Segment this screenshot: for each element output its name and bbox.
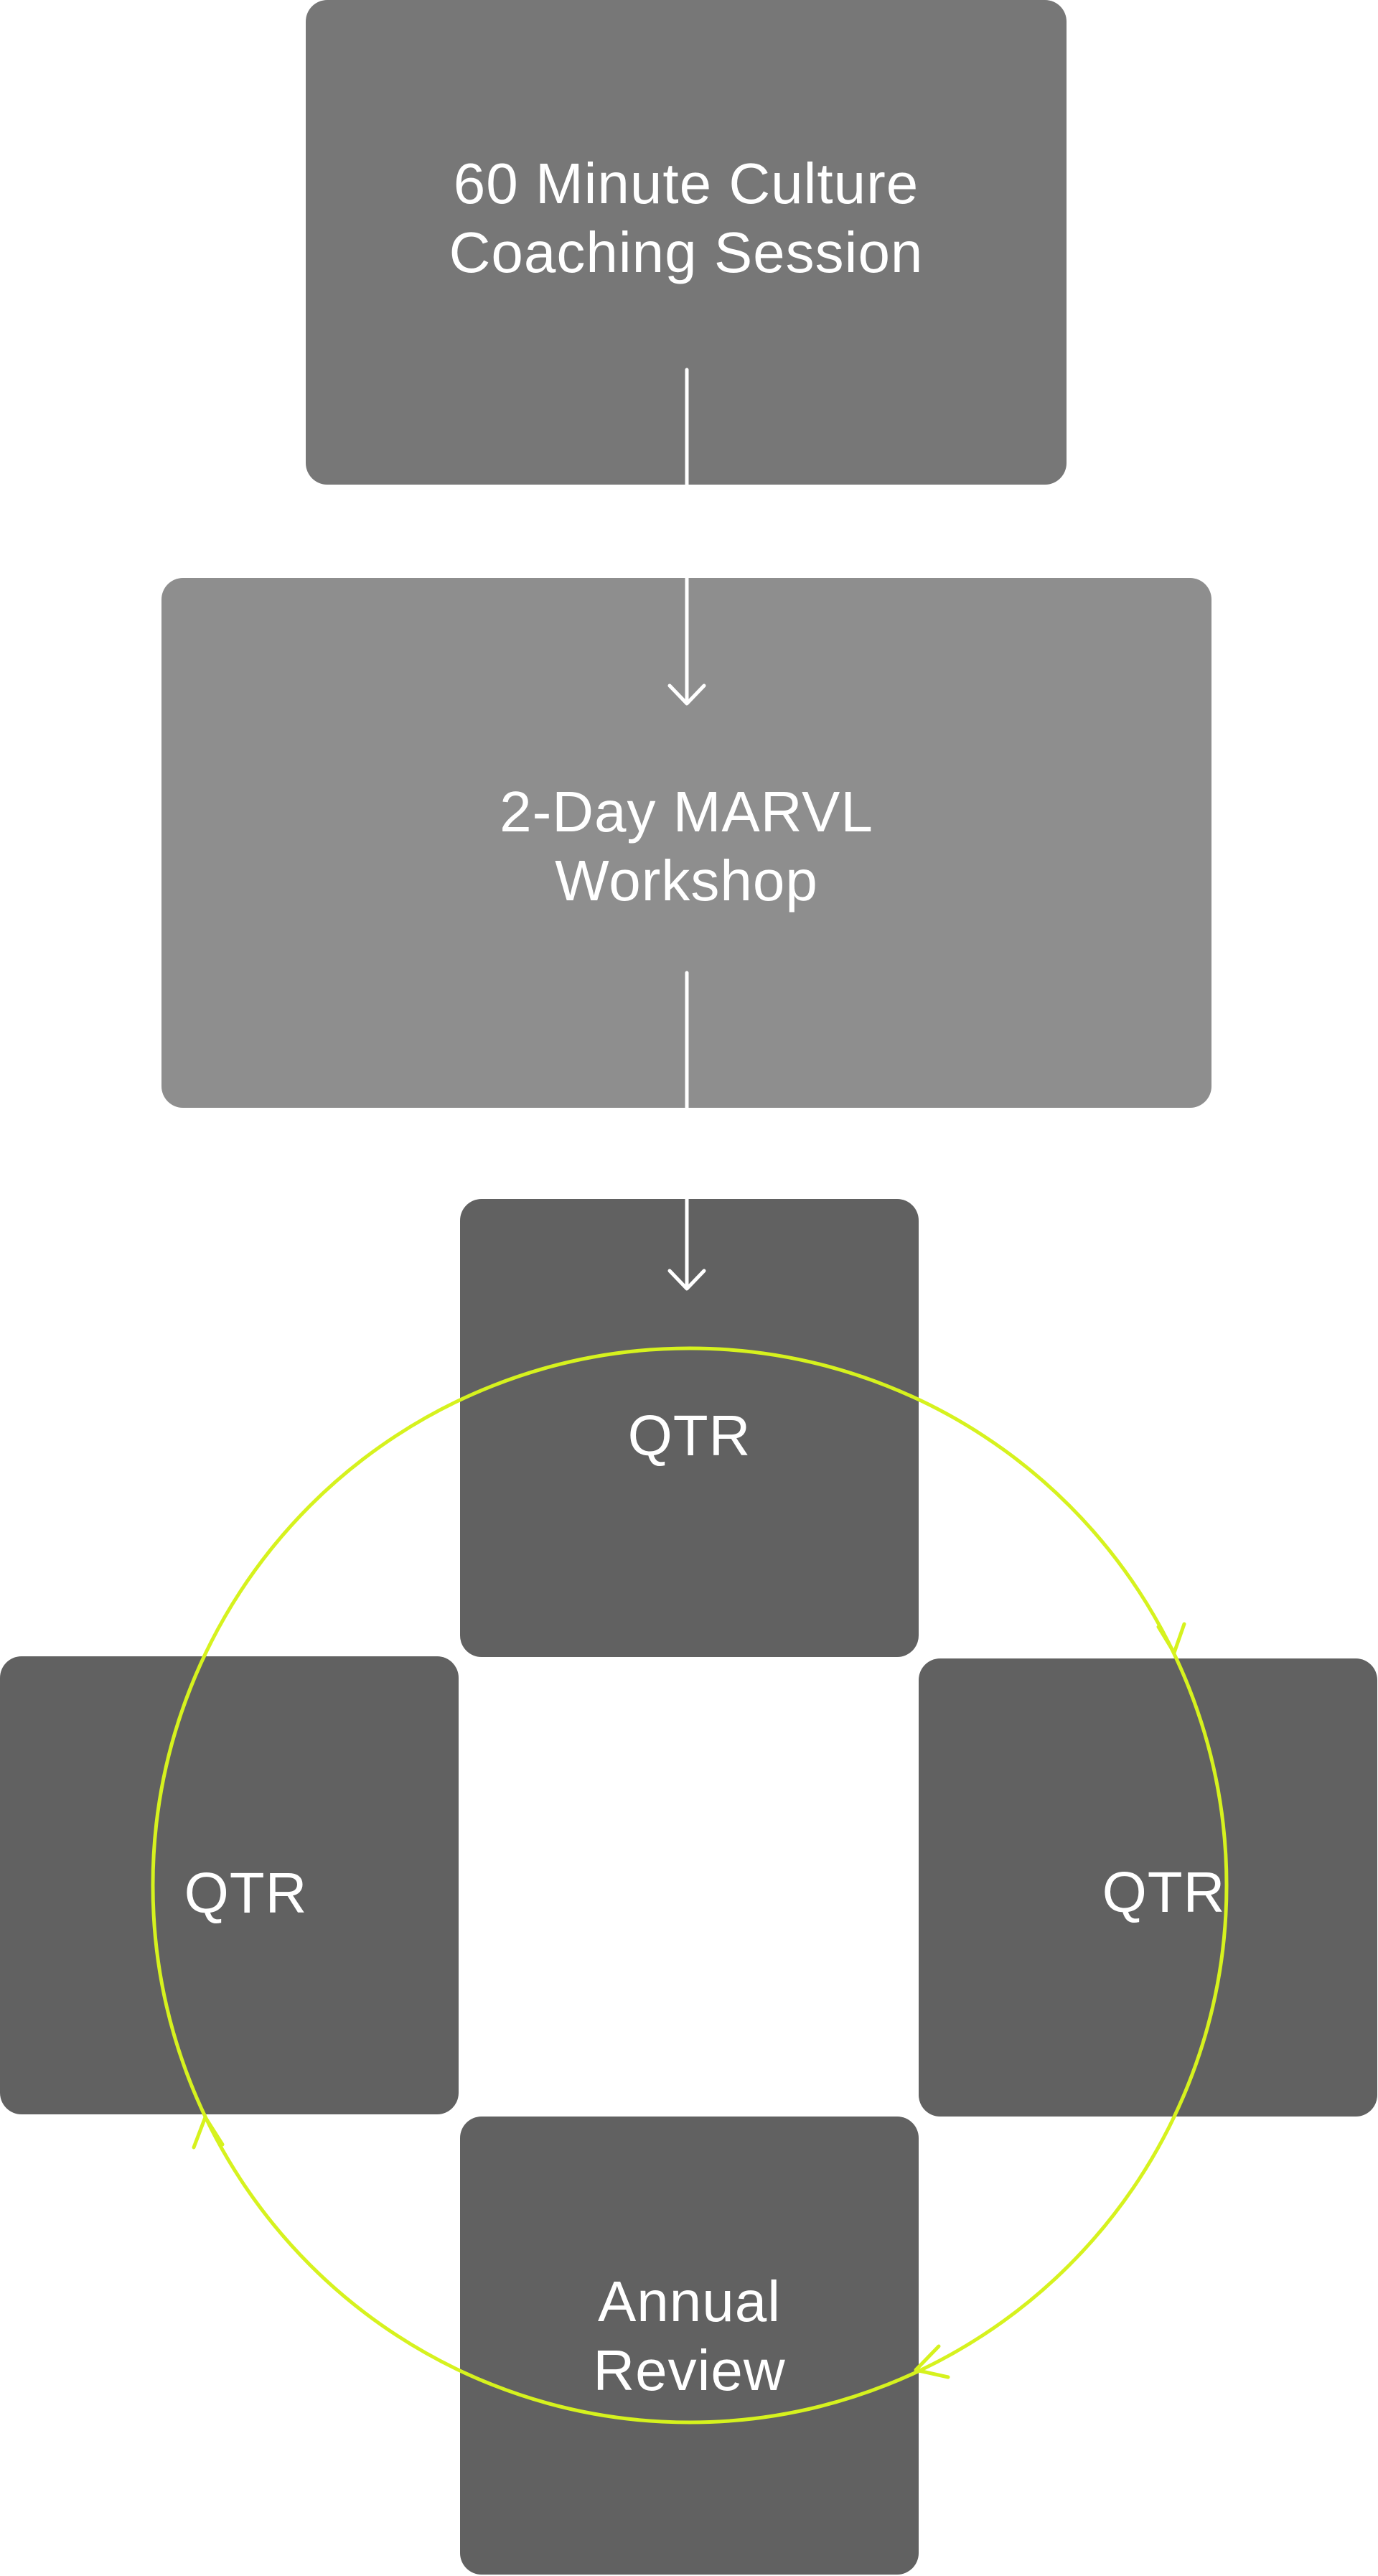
coaching-session-line-1: 60 Minute Culture xyxy=(453,151,919,215)
annual-review-box: Annual Review xyxy=(460,2117,919,2575)
annual-review-line-1: Annual xyxy=(597,2269,782,2333)
coaching-session-box: 60 Minute Culture Coaching Session xyxy=(306,0,1067,485)
annual-review-line-2: Review xyxy=(593,2338,786,2402)
arrowhead-right-icon xyxy=(1156,1622,1186,1655)
workshop-line-2: Workshop xyxy=(555,849,818,913)
coaching-session-line-2: Coaching Session xyxy=(449,220,924,284)
coaching-session-label: 60 Minute Culture Coaching Session xyxy=(306,149,1067,287)
arrowhead-left-icon xyxy=(192,2115,225,2150)
qtr-right-label: QTR xyxy=(950,1858,1377,1927)
qtr-left-box: QTR xyxy=(0,1656,459,2114)
qtr-right-text: QTR xyxy=(1102,1860,1226,1924)
qtr-left-label: QTR xyxy=(0,1859,492,1928)
qtr-left-text: QTR xyxy=(184,1861,308,1925)
arrowhead-bottom-icon xyxy=(914,2344,950,2379)
qtr-right-box: QTR xyxy=(919,1658,1377,2117)
qtr-top-text: QTR xyxy=(627,1404,751,1467)
workshop-box: 2-Day MARVL Workshop xyxy=(161,578,1211,1108)
annual-review-label: Annual Review xyxy=(460,2267,919,2405)
workshop-line-1: 2-Day MARVL xyxy=(500,780,873,844)
qtr-top-box: QTR xyxy=(460,1199,919,1657)
workshop-label: 2-Day MARVL Workshop xyxy=(161,778,1211,915)
qtr-top-label: QTR xyxy=(460,1401,919,1470)
